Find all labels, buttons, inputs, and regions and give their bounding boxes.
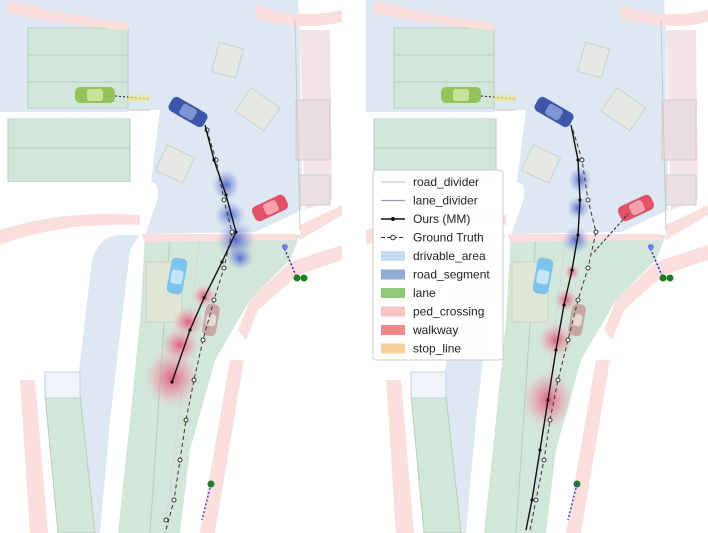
- legend-label-ped_crossing: ped_crossing: [413, 305, 484, 319]
- legend-item-road_segment: road_segment: [381, 268, 490, 282]
- legend-label-road_divider: road_divider: [413, 175, 479, 189]
- legend-item-walkway: walkway: [381, 323, 458, 337]
- legend-label-ours: Ours (MM): [413, 212, 470, 226]
- predicted-markers-right: [530, 158, 582, 502]
- ground-truth-path: [165, 129, 233, 531]
- legend-item-drivable_area: drivable_area: [381, 249, 486, 263]
- legend-marker-gt: [390, 234, 396, 241]
- map-panel-left: [0, 0, 343, 533]
- legend-item-lane: lane: [381, 286, 436, 300]
- legend-swatch-lane: [381, 288, 405, 298]
- legend-item-stop_line: stop_line: [381, 342, 461, 356]
- predicted-markers: [170, 158, 238, 384]
- legend-label-lane_divider: lane_divider: [413, 194, 478, 208]
- ground-truth-markers-right: [533, 157, 599, 503]
- uncertainty-blobs-blue: [212, 169, 256, 270]
- uncertainty-blobs-red: [144, 284, 216, 408]
- legend-label-walkway: walkway: [412, 323, 458, 337]
- ground-truth-markers: [163, 127, 235, 523]
- legend-item-ped_crossing: ped_crossing: [381, 305, 484, 319]
- legend-item-lane_divider: lane_divider: [381, 194, 478, 208]
- legend-label-gt: Ground Truth: [413, 231, 484, 245]
- legend-swatch-ped_crossing: [381, 306, 405, 317]
- ground-truth-path-right: [529, 129, 597, 531]
- legend-label-lane: lane: [413, 286, 436, 300]
- map-panel-right: [365, 0, 708, 533]
- legend-label-stop_line: stop_line: [413, 342, 461, 356]
- predicted-path: [171, 124, 237, 383]
- legend-item-ours: Ours (MM): [381, 212, 470, 226]
- legend-label-road_segment: road_segment: [413, 268, 490, 282]
- legend-swatch-walkway: [381, 325, 405, 335]
- legend-item-road_divider: road_divider: [381, 175, 479, 189]
- legend-marker-ours: [391, 217, 395, 221]
- legend-swatch-road_segment: [381, 269, 405, 280]
- legend-swatch-stop_line: [381, 343, 405, 354]
- legend-item-gt: Ground Truth: [381, 231, 484, 245]
- legend-label-drivable_area: drivable_area: [413, 249, 486, 263]
- legend-swatch-drivable_area: [381, 251, 405, 261]
